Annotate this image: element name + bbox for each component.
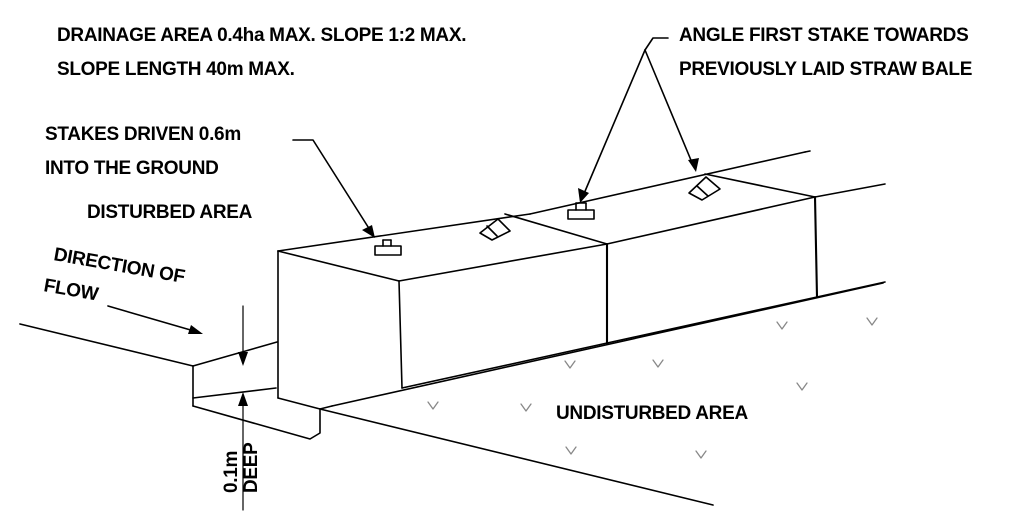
stake-4 <box>688 176 721 201</box>
depth-value-label: 0.1m <box>221 451 242 493</box>
stakes-note-line1: STAKES DRIVEN 0.6m <box>45 124 241 145</box>
stakes-note-line2: INTO THE GROUND <box>45 158 219 179</box>
stake-2 <box>479 218 511 241</box>
angle-stake-note-line1: ANGLE FIRST STAKE TOWARDS <box>679 25 968 46</box>
disturbed-area-label: DISTURBED AREA <box>87 202 253 223</box>
stake-3 <box>567 202 595 220</box>
flow-arrow <box>107 305 203 334</box>
stakes-leader <box>292 139 375 238</box>
ground-infiltration-arrows <box>427 317 878 459</box>
undisturbed-area-label: UNDISTURBED AREA <box>556 403 748 424</box>
angle-stake-leaders <box>578 37 699 203</box>
stake-markers <box>374 176 721 256</box>
ground-lines <box>19 282 884 506</box>
straw-bales <box>277 150 886 410</box>
depth-word-label: DEEP <box>241 442 262 493</box>
angle-stake-note-line2: PREVIOUSLY LAID STRAW BALE <box>679 59 972 80</box>
drainage-note-line2: SLOPE LENGTH 40m MAX. <box>57 59 295 80</box>
drainage-note-line1: DRAINAGE AREA 0.4ha MAX. SLOPE 1:2 MAX. <box>57 25 466 46</box>
direction-of-flow-label-line2: FLOW <box>42 275 100 305</box>
depth-dimension <box>238 305 248 511</box>
stake-1 <box>374 239 402 256</box>
